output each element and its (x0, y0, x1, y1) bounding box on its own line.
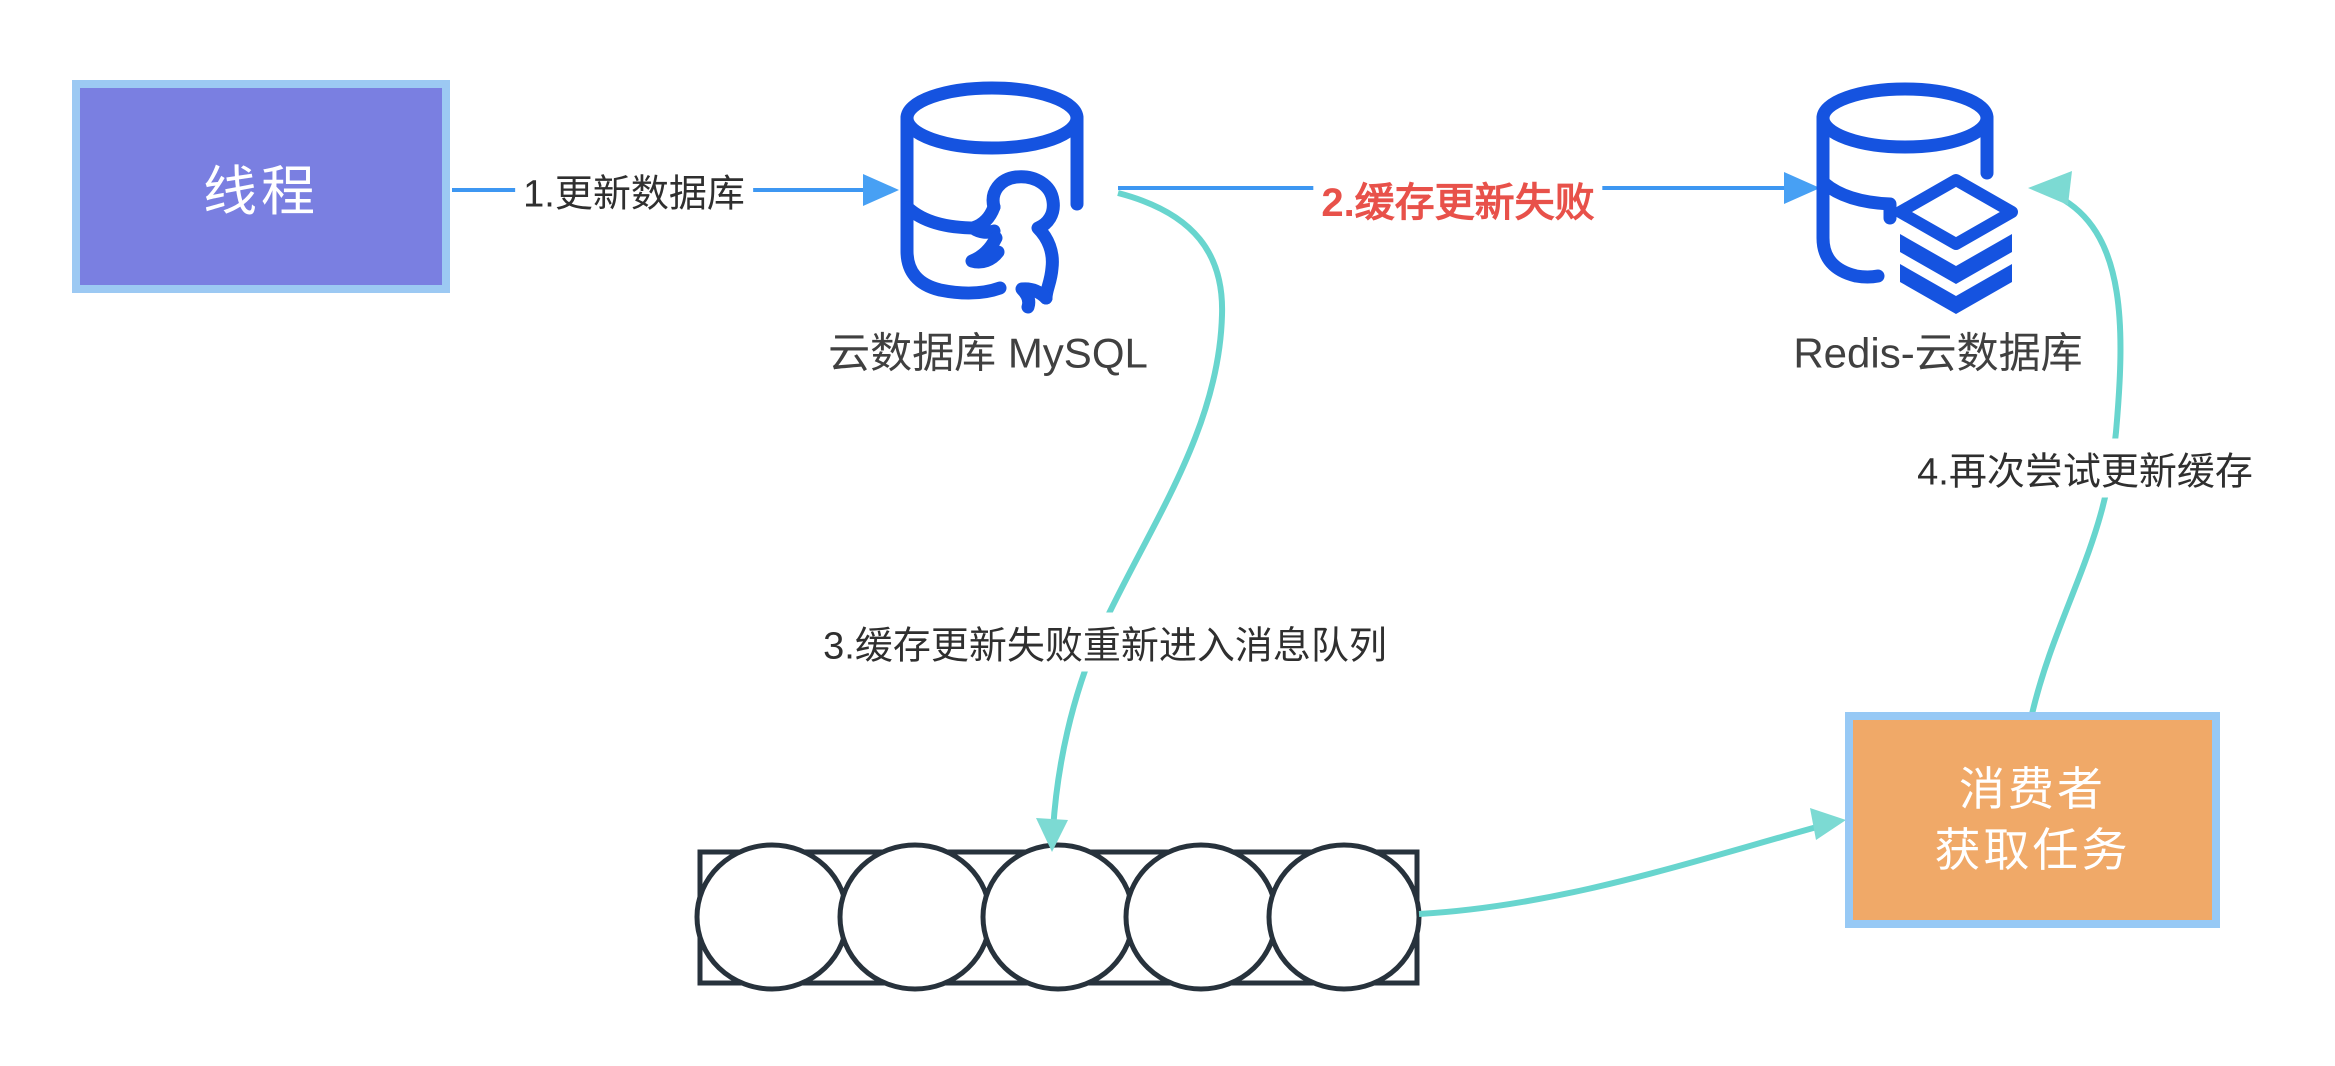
queue-message-circle (1266, 842, 1422, 992)
arrowhead-into-queue (1036, 818, 1068, 852)
step1-label: 1.更新数据库 (515, 160, 753, 220)
message-queue (694, 842, 1422, 992)
consumer-node-label-line2: 获取任务 (1934, 824, 2131, 876)
redis-database-icon (1816, 82, 2018, 314)
edge-queue-to-consumer (1418, 808, 1846, 917)
edge-step4 (2028, 171, 2124, 715)
thread-node-label: 线程 (203, 162, 319, 222)
message-queue-circles (694, 842, 1422, 992)
step4-label: 4.再次尝试更新缓存 (1909, 438, 2261, 498)
thread-node: 线程 (72, 80, 450, 293)
consumer-node-label-line1: 消费者 (1959, 763, 2106, 816)
step3-label: 3.缓存更新失败重新进入消息队列 (815, 612, 1395, 672)
arrowhead-into-redis-side (2028, 171, 2072, 205)
arrowhead-into-consumer-box (1810, 808, 1846, 840)
step2-label: 2.缓存更新失败 (1313, 168, 1603, 230)
arrowhead-into-redis-icon (1784, 172, 1820, 204)
mysql-node-label: 云数据库 MySQL (828, 329, 1148, 377)
mysql-database-icon (900, 81, 1084, 314)
edge-step3 (1036, 190, 1226, 852)
queue-message-circle (837, 842, 993, 992)
redis-node-label: Redis-云数据库 (1793, 329, 2083, 377)
consumer-node: 消费者 获取任务 (1845, 712, 2220, 928)
arrowhead-into-mysql-icon (863, 174, 899, 206)
queue-message-circle (694, 842, 850, 992)
queue-message-circle (1123, 842, 1279, 992)
queue-message-circle (980, 842, 1136, 992)
